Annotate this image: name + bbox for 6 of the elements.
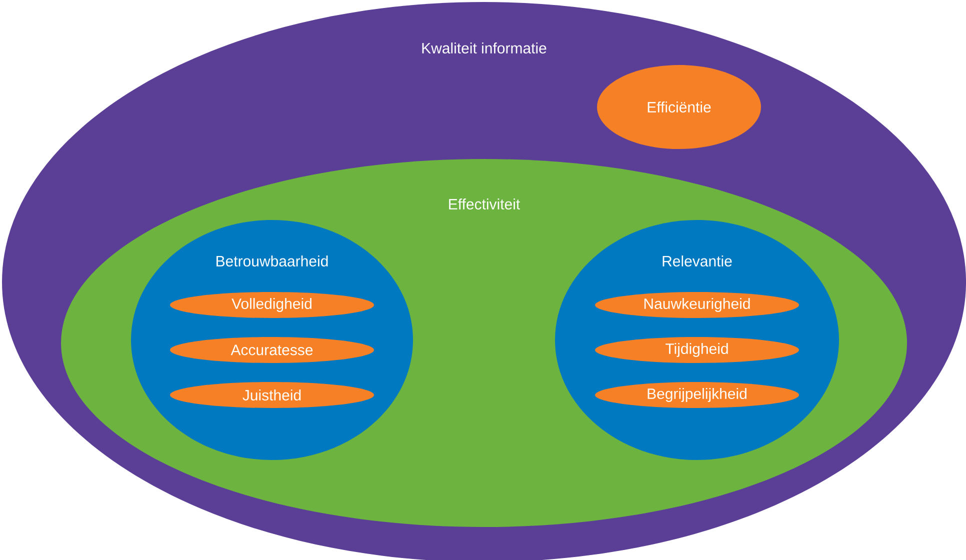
- pill: Juistheid: [170, 382, 374, 408]
- pill: Volledigheid: [170, 292, 374, 318]
- pill: Nauwkeurigheid: [595, 292, 799, 318]
- pill: Accuratesse: [170, 337, 374, 363]
- pill: Begrijpelijkheid: [595, 382, 799, 408]
- pill: Tijdigheid: [595, 337, 799, 363]
